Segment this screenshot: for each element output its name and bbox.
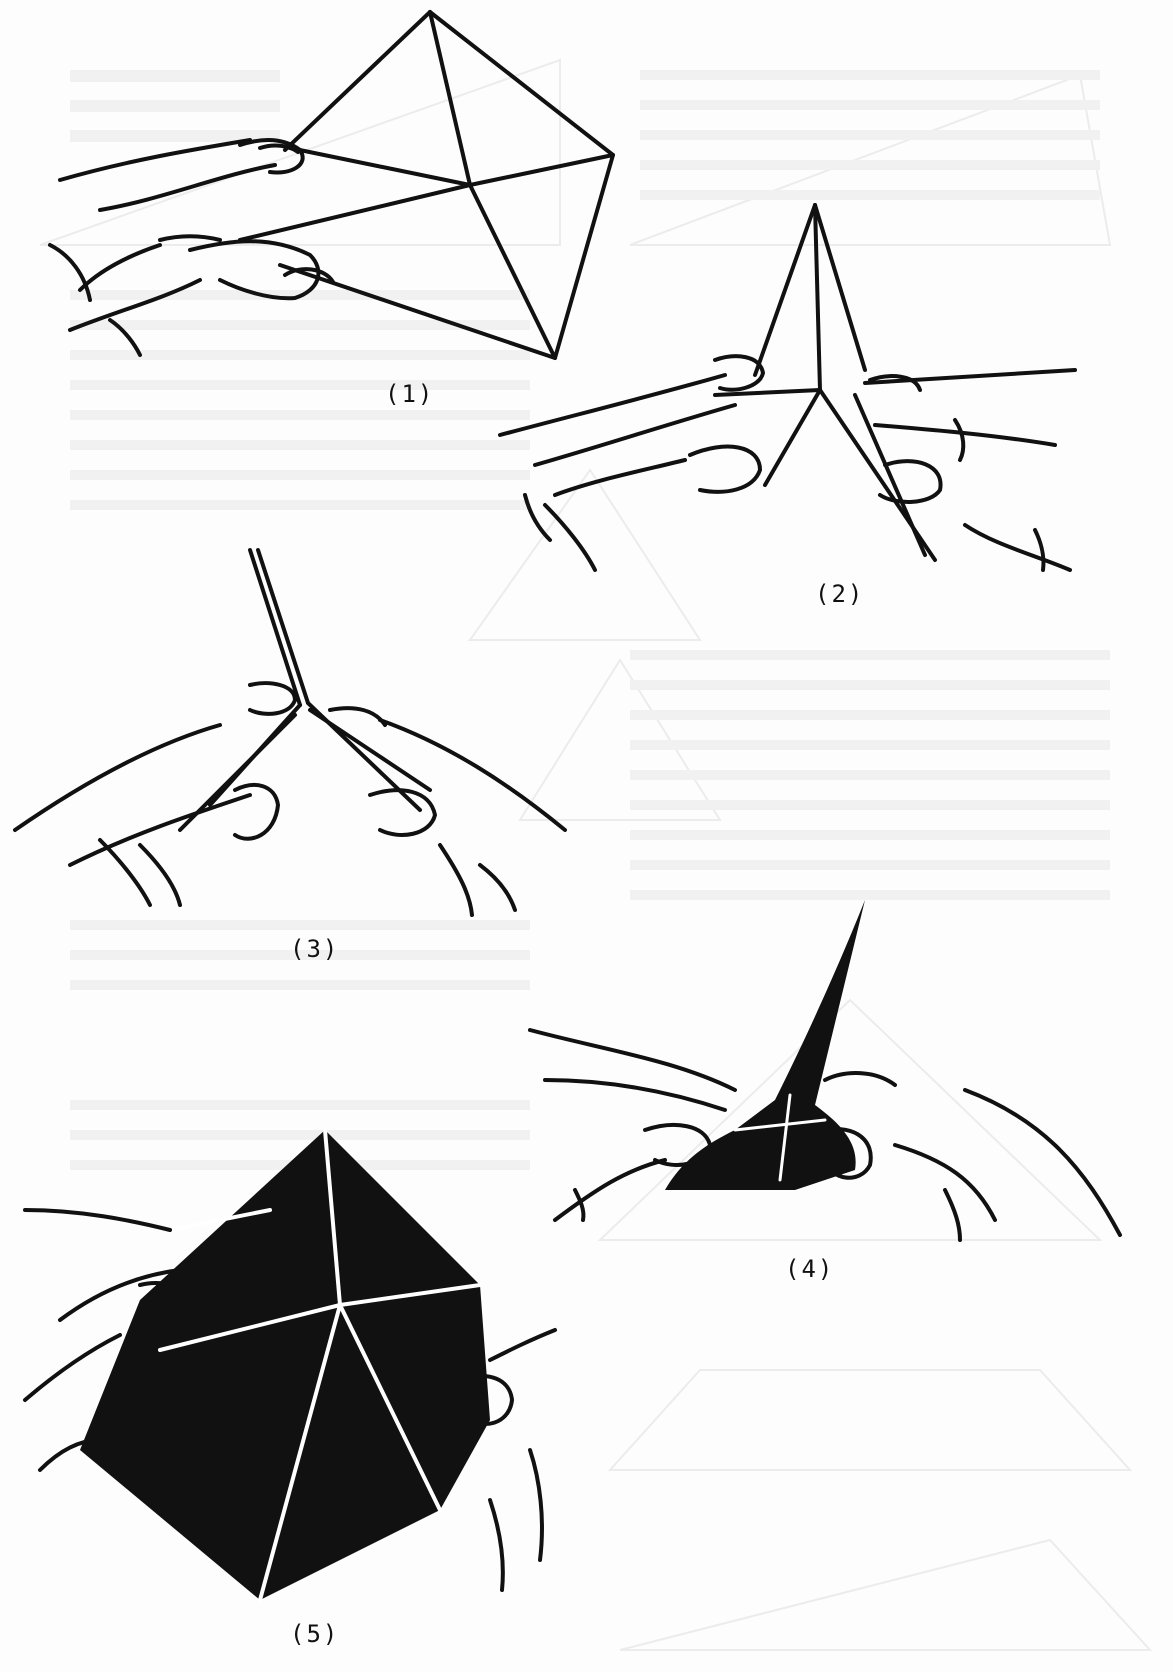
- figure-3-caption: (3): [290, 935, 339, 963]
- figure-5-caption: (5): [290, 1620, 339, 1648]
- figure-2-forming-peak: [495, 195, 1085, 595]
- figure-4-caption: (4): [785, 1255, 834, 1283]
- figure-1-caption: (1): [385, 380, 434, 408]
- figure-5-dark-pentagon: [20, 1120, 560, 1620]
- figure-2-caption: (2): [815, 580, 864, 608]
- figure-4-dark-spike: [525, 890, 1125, 1250]
- figure-3-pinched-spike: [10, 545, 570, 935]
